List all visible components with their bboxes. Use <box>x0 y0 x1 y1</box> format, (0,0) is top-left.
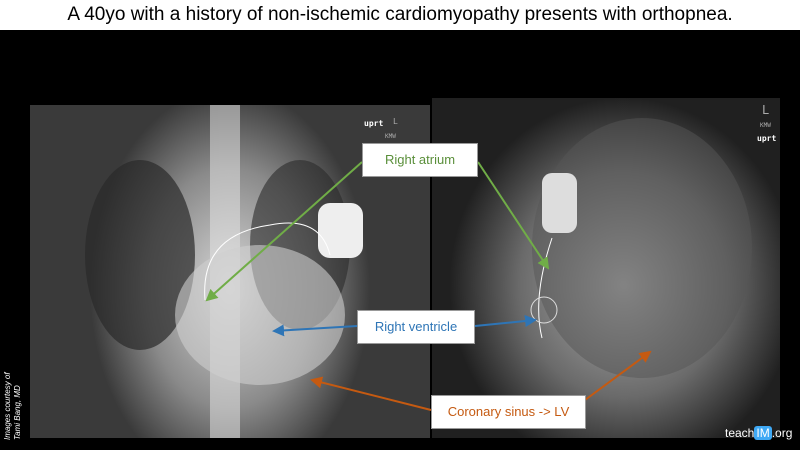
credit-line-2: Tami Bang, MD <box>13 385 22 440</box>
marker-kmw: KMW <box>760 122 771 129</box>
lateral-chest-xray: L KMW uprt <box>432 98 780 438</box>
credit-line-1: Images courtesy of <box>3 372 12 440</box>
marker-l: L <box>762 103 770 117</box>
arrow-ra-frontal <box>205 161 363 302</box>
arrow-cs-frontal <box>310 376 432 411</box>
arrow-cs-lateral <box>584 350 652 401</box>
arrow-rv-lateral <box>474 315 537 327</box>
slide-title: A 40yo with a history of non-ischemic ca… <box>0 0 800 30</box>
logo-mid: IM <box>754 426 772 440</box>
marker-uprt: uprt <box>757 134 777 143</box>
image-credit: Images courtesy of Tami Bang, MD <box>3 330 23 440</box>
logo-pre: teach <box>725 426 755 440</box>
label-right-atrium: Right atrium <box>362 143 478 177</box>
label-coronary-sinus: Coronary sinus -> LV <box>431 395 586 429</box>
frontal-chest-xray: uprt L KMW <box>30 105 430 438</box>
marker-uprt: uprt <box>364 119 384 128</box>
logo-post: .org <box>771 426 793 440</box>
arrow-rv-frontal <box>272 324 358 337</box>
marker-l: L <box>393 117 398 126</box>
arrow-ra-lateral <box>477 161 550 270</box>
label-right-ventricle: Right ventricle <box>357 310 475 344</box>
marker-kmw: KMW <box>385 133 396 140</box>
